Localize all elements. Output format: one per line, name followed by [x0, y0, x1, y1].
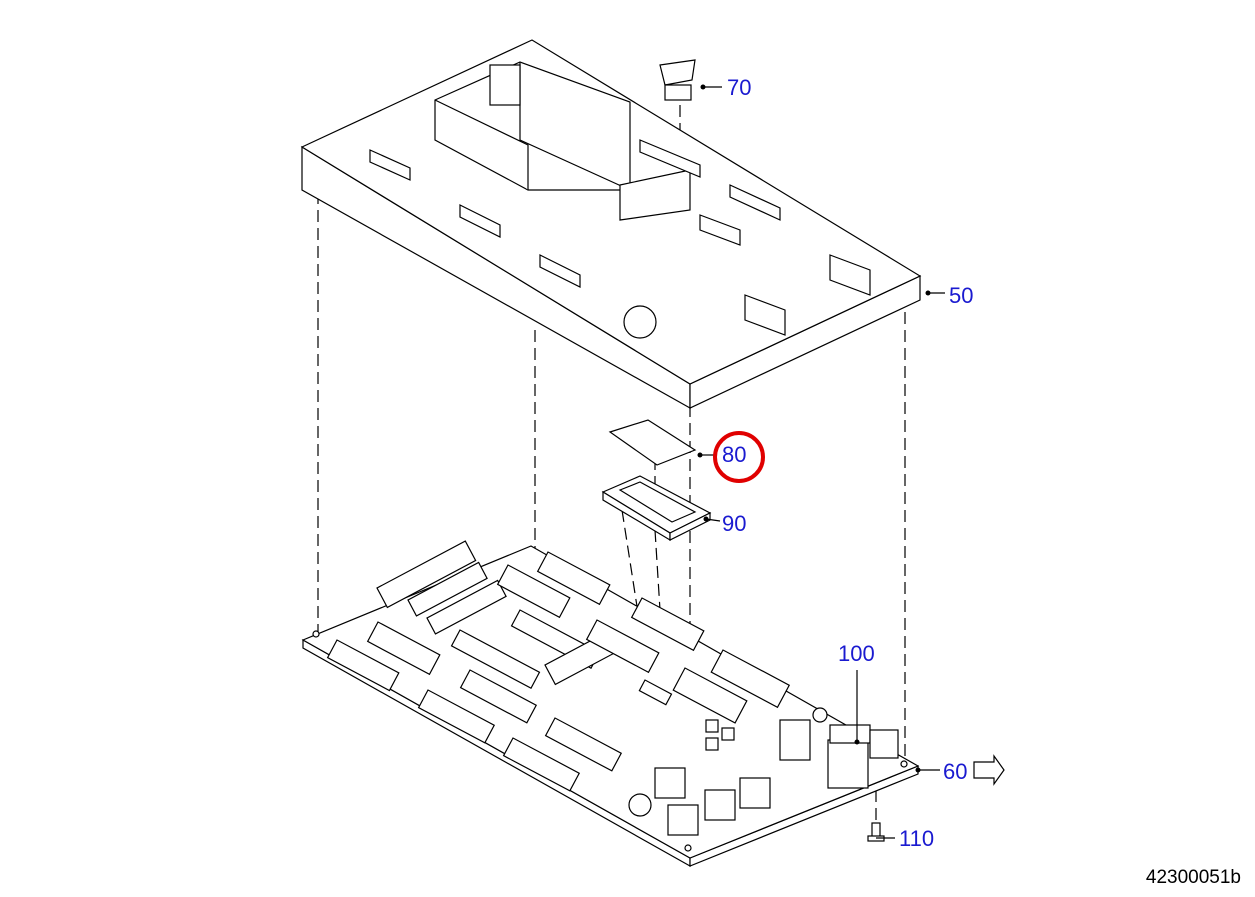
housing-part-50	[300, 39, 922, 410]
callout-70[interactable]: 70	[727, 75, 752, 100]
continuation-arrow-icon	[973, 754, 1005, 786]
leader-dots	[697, 84, 931, 773]
callout-50[interactable]: 50	[949, 283, 974, 308]
document-number: 42300051b	[1145, 867, 1241, 888]
callout-100[interactable]: 100	[838, 641, 875, 666]
display-part-90	[601, 475, 712, 542]
callout-110[interactable]: 110	[899, 826, 935, 851]
pcb-part-60	[301, 540, 920, 868]
callout-90[interactable]: 90	[722, 511, 747, 536]
highlight-circle	[713, 431, 765, 483]
button-cap-part-70	[659, 59, 696, 101]
pcb-connectors	[326, 540, 899, 836]
film-part-80	[608, 419, 697, 466]
callout-80[interactable]: 80	[722, 442, 747, 467]
housing-slots	[369, 139, 871, 336]
callout-60[interactable]: 60	[943, 759, 968, 784]
